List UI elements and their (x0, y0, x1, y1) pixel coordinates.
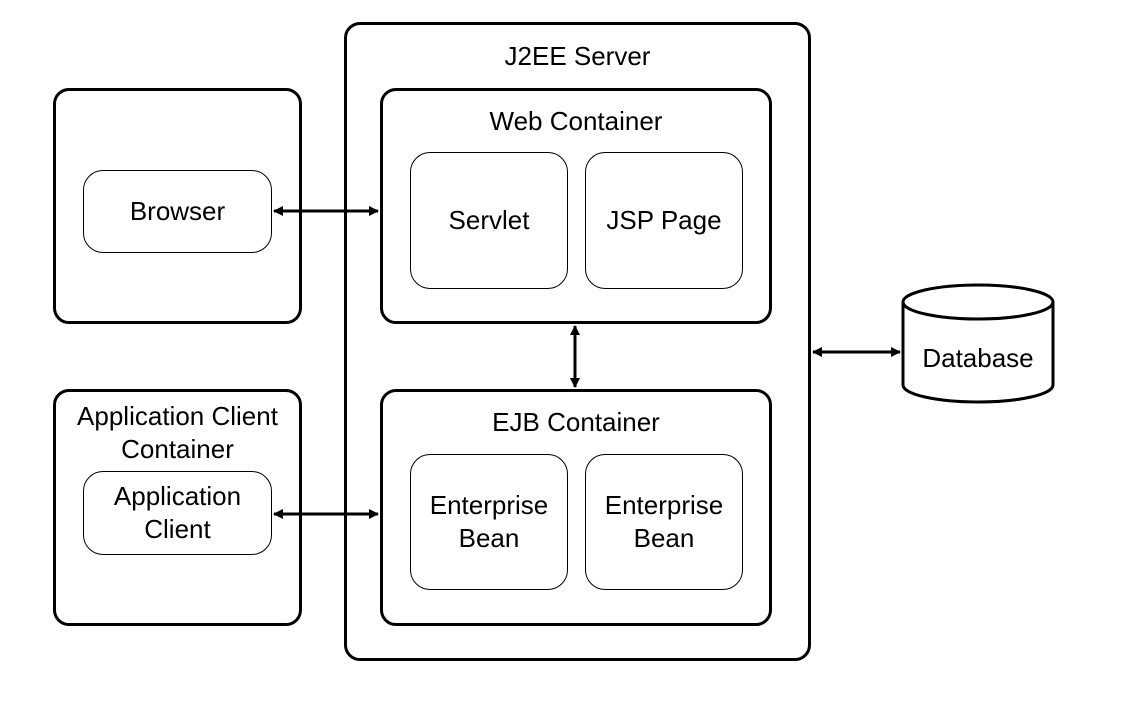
browser-label: Browser (129, 196, 226, 226)
application-client-label: Application Client (113, 481, 242, 544)
database-cylinder (901, 283, 1055, 404)
ejb-container-title: EJB Container (492, 407, 660, 437)
application-client-node: Application Client (83, 471, 272, 555)
jsp-page-node: JSP Page (585, 152, 743, 289)
servlet-node: Servlet (410, 152, 568, 289)
j2ee-server-title: J2EE Server (504, 41, 651, 71)
application-client-container-title: Application Client Container (77, 401, 278, 464)
jsp-page-label: JSP Page (606, 205, 722, 235)
web-container-title: Web Container (489, 106, 663, 136)
enterprise-bean-node-2: Enterprise Bean (585, 454, 743, 590)
enterprise-bean-label-2: Enterprise Bean (604, 490, 724, 553)
browser-node: Browser (83, 170, 272, 253)
enterprise-bean-node-1: Enterprise Bean (410, 454, 568, 590)
enterprise-bean-label-1: Enterprise Bean (429, 490, 549, 553)
servlet-label: Servlet (448, 205, 530, 235)
database-label: Database (922, 343, 1034, 373)
